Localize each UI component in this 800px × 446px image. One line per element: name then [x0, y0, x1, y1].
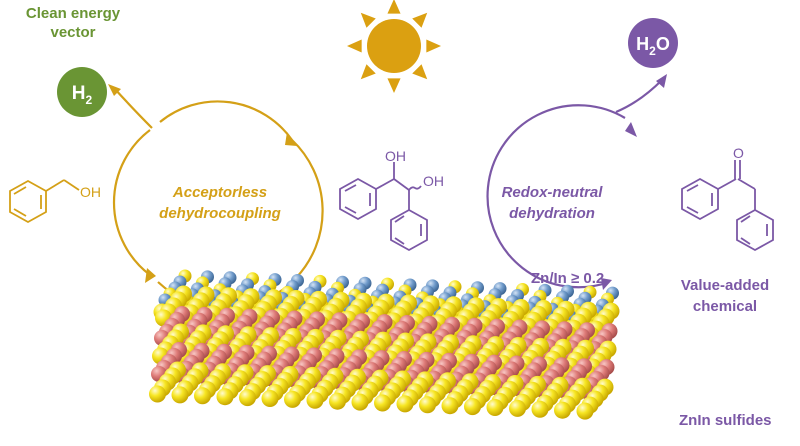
sulfur-atom: [396, 395, 414, 413]
arrowhead-h2: [108, 84, 121, 96]
clean-energy-line-1: Clean energy: [25, 5, 121, 22]
sulfur-atom: [216, 388, 234, 406]
sulfur-atom: [194, 387, 211, 405]
sulfur-atom: [464, 398, 481, 416]
cycle-arc-main: [486, 104, 626, 289]
acceptorless-line-2: dehydrocoupling: [159, 205, 281, 222]
sulfur-atom: [486, 399, 504, 416]
clean-energy-line-2: vector: [50, 24, 96, 41]
sulfur-atom: [261, 390, 279, 407]
h2o-circle: [628, 18, 678, 68]
sulfur-atom: [554, 401, 571, 419]
acceptorless-dehydrocoupling-label: Acceptorless dehydrocoupling: [140, 182, 300, 224]
cycle-arc-left: [112, 129, 151, 276]
purple-arrowheads: [601, 74, 667, 290]
sun-ray: [347, 39, 362, 53]
acceptorless-line-1: Acceptorless: [172, 184, 268, 201]
ketone-o-label: O: [733, 145, 744, 161]
h2o-release-arrow: [615, 79, 663, 114]
arrowhead-h2o: [656, 74, 667, 88]
h2o-subscript: 2: [649, 44, 656, 58]
sun-ray: [387, 78, 401, 93]
value-added-line-1: Value-added: [680, 277, 770, 294]
sulfur-atom: [284, 390, 301, 408]
sulfur-atom: [419, 396, 436, 414]
sun-ray: [412, 64, 428, 80]
h2o-oxygen: O: [656, 34, 670, 54]
deoxybenzoin-structure: [681, 160, 774, 252]
arrowhead-right-top: [625, 122, 637, 137]
sulfur-atom: [509, 399, 526, 417]
sulfur-atom: [576, 402, 594, 420]
arrowhead-bottom-left: [145, 268, 156, 283]
redox-neutral-line-1: Redox-neutral: [501, 184, 603, 201]
orange-arrowheads: [108, 84, 297, 283]
sulfur-atom: [531, 400, 549, 418]
value-added-line-2: chemical: [692, 298, 758, 315]
diol-oh-label-2: OH: [423, 173, 444, 189]
clean-energy-label: Clean energy vector: [3, 4, 143, 42]
sulfur-atom: [351, 393, 369, 411]
h2-label: H2: [72, 83, 93, 107]
redox-neutral-cycle: [486, 79, 663, 289]
sun-ray: [387, 0, 401, 14]
sun-icon: [347, 0, 441, 93]
h2-subscript: 2: [86, 93, 93, 107]
h2-circle: [57, 67, 107, 117]
zn-in-ratio-label: Zn/In ≥ 0.2: [531, 270, 605, 287]
znin-sulfide-lattice: [149, 269, 620, 420]
znin-sulfides-label: ZnIn sulfides: [679, 412, 772, 429]
sulfur-atom: [171, 386, 189, 404]
sun-ray: [360, 64, 376, 80]
benzyl-oh-label: OH: [80, 184, 101, 200]
sulfur-atom: [374, 394, 391, 412]
benzyl-alcohol-structure: [9, 179, 80, 224]
cycle-arc-top: [159, 100, 293, 141]
redox-neutral-line-2: dehydration: [509, 205, 595, 222]
sun-ray: [360, 12, 376, 28]
sun-disc: [367, 19, 421, 73]
sulfur-atom: [239, 389, 256, 407]
sulfur-atom: [329, 392, 346, 410]
h2o-label: H2O: [636, 34, 670, 58]
sun-ray: [426, 39, 441, 53]
sun-ray: [412, 12, 428, 28]
value-added-chemical-label: Value-added chemical: [660, 275, 790, 317]
arrowhead-bottom-right: [601, 278, 612, 290]
diol-oh-label-1: OH: [385, 148, 406, 164]
redox-neutral-dehydration-label: Redox-neutral dehydration: [480, 182, 624, 224]
arrowhead-top-right: [285, 132, 297, 146]
sulfur-atom: [149, 385, 166, 403]
h2-release-arrow: [113, 87, 153, 129]
sulfur-atom: [306, 391, 324, 409]
sulfur-atom: [441, 397, 459, 415]
hydrobenzoin-structure: [339, 162, 428, 252]
